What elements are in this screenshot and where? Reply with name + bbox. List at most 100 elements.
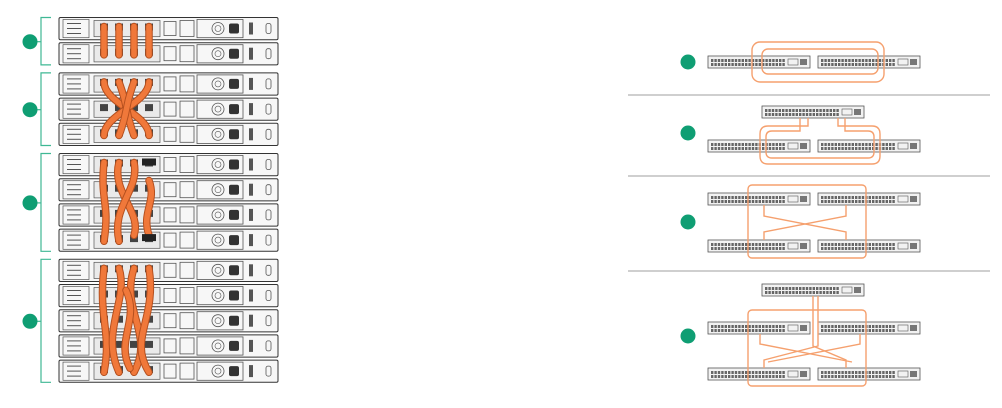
port bbox=[724, 371, 727, 374]
port bbox=[751, 247, 755, 250]
port bbox=[745, 59, 748, 62]
port bbox=[822, 287, 826, 290]
port bbox=[785, 113, 788, 116]
port bbox=[717, 63, 721, 66]
port bbox=[861, 63, 865, 66]
switch-icon bbox=[817, 367, 921, 381]
port bbox=[848, 147, 851, 150]
port bbox=[717, 371, 721, 374]
port bbox=[875, 143, 878, 146]
port bbox=[782, 243, 785, 246]
port bbox=[831, 325, 834, 328]
port bbox=[768, 247, 772, 250]
port bbox=[892, 375, 895, 378]
switch-icon bbox=[707, 55, 811, 69]
port bbox=[851, 243, 854, 246]
port bbox=[741, 59, 744, 62]
port bbox=[872, 243, 875, 246]
port bbox=[745, 200, 748, 203]
badge-circle bbox=[680, 214, 696, 230]
stack-ring bbox=[747, 309, 867, 387]
power-supply bbox=[196, 286, 244, 306]
port bbox=[768, 375, 772, 378]
power-connector bbox=[229, 340, 239, 351]
power-supply bbox=[196, 260, 244, 280]
ground-screw bbox=[265, 340, 272, 352]
port bbox=[885, 147, 888, 150]
port bbox=[851, 196, 854, 199]
port bbox=[882, 200, 885, 203]
port bbox=[717, 143, 721, 146]
port bbox=[762, 325, 765, 328]
port bbox=[775, 243, 778, 246]
port bbox=[826, 109, 829, 112]
chassis-body bbox=[58, 178, 279, 202]
port bbox=[882, 243, 885, 246]
port bbox=[721, 147, 724, 150]
port bbox=[831, 63, 834, 66]
switch-chassis bbox=[58, 334, 279, 358]
fan-hub bbox=[214, 131, 222, 138]
switch-chassis bbox=[58, 122, 279, 147]
power-connector bbox=[229, 48, 239, 59]
port bbox=[821, 247, 824, 250]
port bbox=[779, 143, 782, 146]
port bbox=[875, 329, 878, 332]
stacking-link bbox=[763, 296, 819, 368]
port bbox=[717, 147, 721, 150]
port bbox=[768, 329, 772, 332]
port bbox=[751, 329, 755, 332]
chassis-body bbox=[58, 359, 279, 383]
port bbox=[836, 287, 839, 290]
port bbox=[844, 243, 848, 246]
power-supply bbox=[196, 311, 244, 331]
port bbox=[738, 63, 741, 66]
handle bbox=[249, 339, 253, 352]
port bbox=[768, 243, 772, 246]
port bbox=[738, 329, 741, 332]
port bbox=[748, 200, 751, 203]
port bbox=[792, 287, 795, 290]
port bbox=[889, 325, 892, 328]
power-connector bbox=[229, 23, 239, 34]
switch-chassis bbox=[58, 258, 279, 282]
port bbox=[805, 287, 809, 290]
port bbox=[745, 375, 748, 378]
port bbox=[755, 59, 758, 62]
port bbox=[838, 196, 841, 199]
port bbox=[714, 325, 717, 328]
handle bbox=[249, 365, 253, 378]
port bbox=[878, 196, 882, 199]
port bbox=[878, 371, 882, 374]
management-module bbox=[62, 74, 90, 94]
console-port bbox=[179, 287, 195, 304]
port bbox=[858, 243, 861, 246]
port bbox=[892, 243, 895, 246]
port bbox=[711, 329, 714, 332]
port bbox=[848, 247, 851, 250]
console-port bbox=[179, 362, 195, 380]
port bbox=[741, 247, 744, 250]
port bbox=[768, 287, 771, 290]
port bbox=[821, 371, 824, 374]
port bbox=[751, 325, 755, 328]
fan-hub bbox=[214, 50, 222, 58]
port bbox=[717, 375, 721, 378]
port bbox=[831, 200, 834, 203]
port bbox=[875, 371, 878, 374]
port bbox=[778, 291, 781, 294]
uplink-port bbox=[787, 142, 799, 150]
status-leds bbox=[854, 109, 861, 115]
port bbox=[827, 200, 831, 203]
port bbox=[724, 325, 727, 328]
switch-icon bbox=[707, 192, 811, 206]
port bbox=[785, 109, 788, 112]
ground-screw bbox=[265, 234, 272, 246]
power-supply bbox=[196, 44, 244, 64]
port bbox=[844, 200, 848, 203]
uplink-port bbox=[897, 58, 909, 66]
port bbox=[848, 243, 851, 246]
port bbox=[816, 291, 819, 294]
port bbox=[721, 196, 724, 199]
cable-core bbox=[99, 265, 110, 376]
